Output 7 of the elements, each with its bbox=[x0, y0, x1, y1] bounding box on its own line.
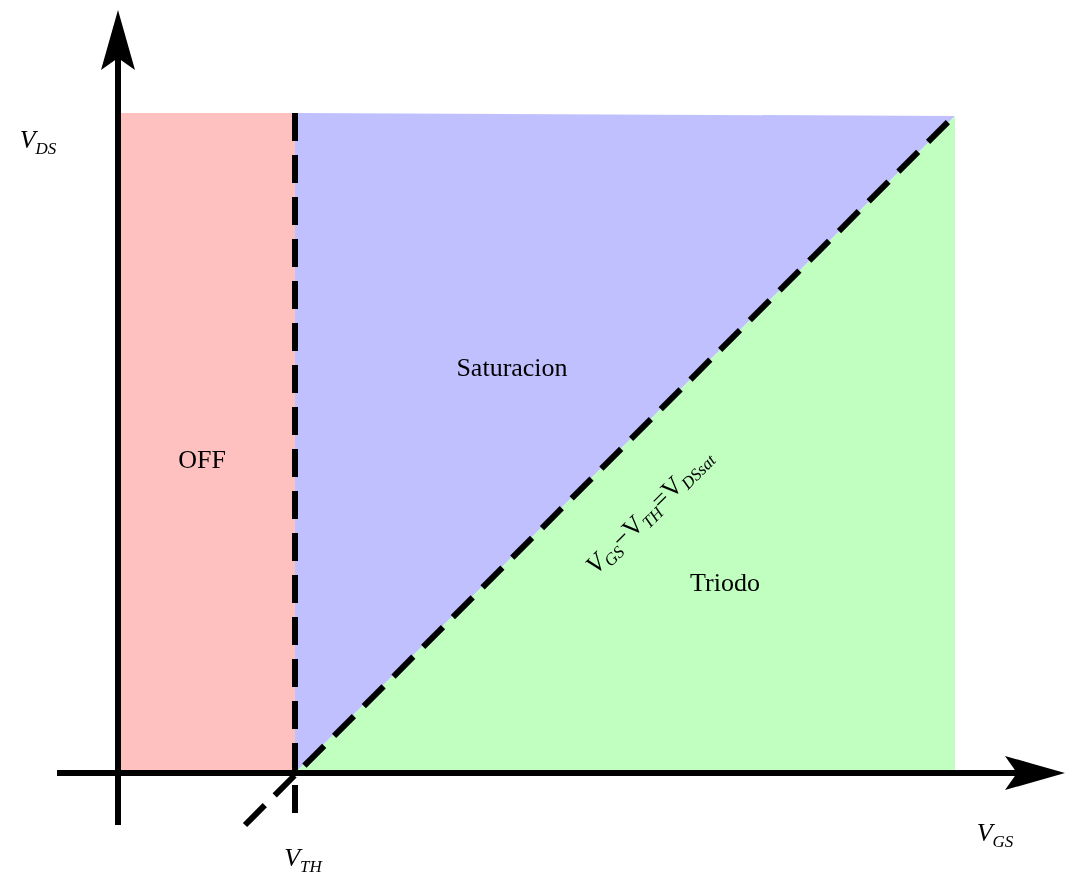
axis-label: V$_{GS}$ bbox=[976, 820, 1014, 850]
region-label: OFF bbox=[178, 447, 226, 473]
region-label: Triodo bbox=[690, 570, 760, 596]
region-label: Saturacion bbox=[456, 355, 568, 381]
axis-label: V$_{DS}$ bbox=[19, 127, 57, 157]
axis-label: V$_{TH}$ bbox=[284, 845, 322, 875]
off-region bbox=[118, 113, 295, 773]
